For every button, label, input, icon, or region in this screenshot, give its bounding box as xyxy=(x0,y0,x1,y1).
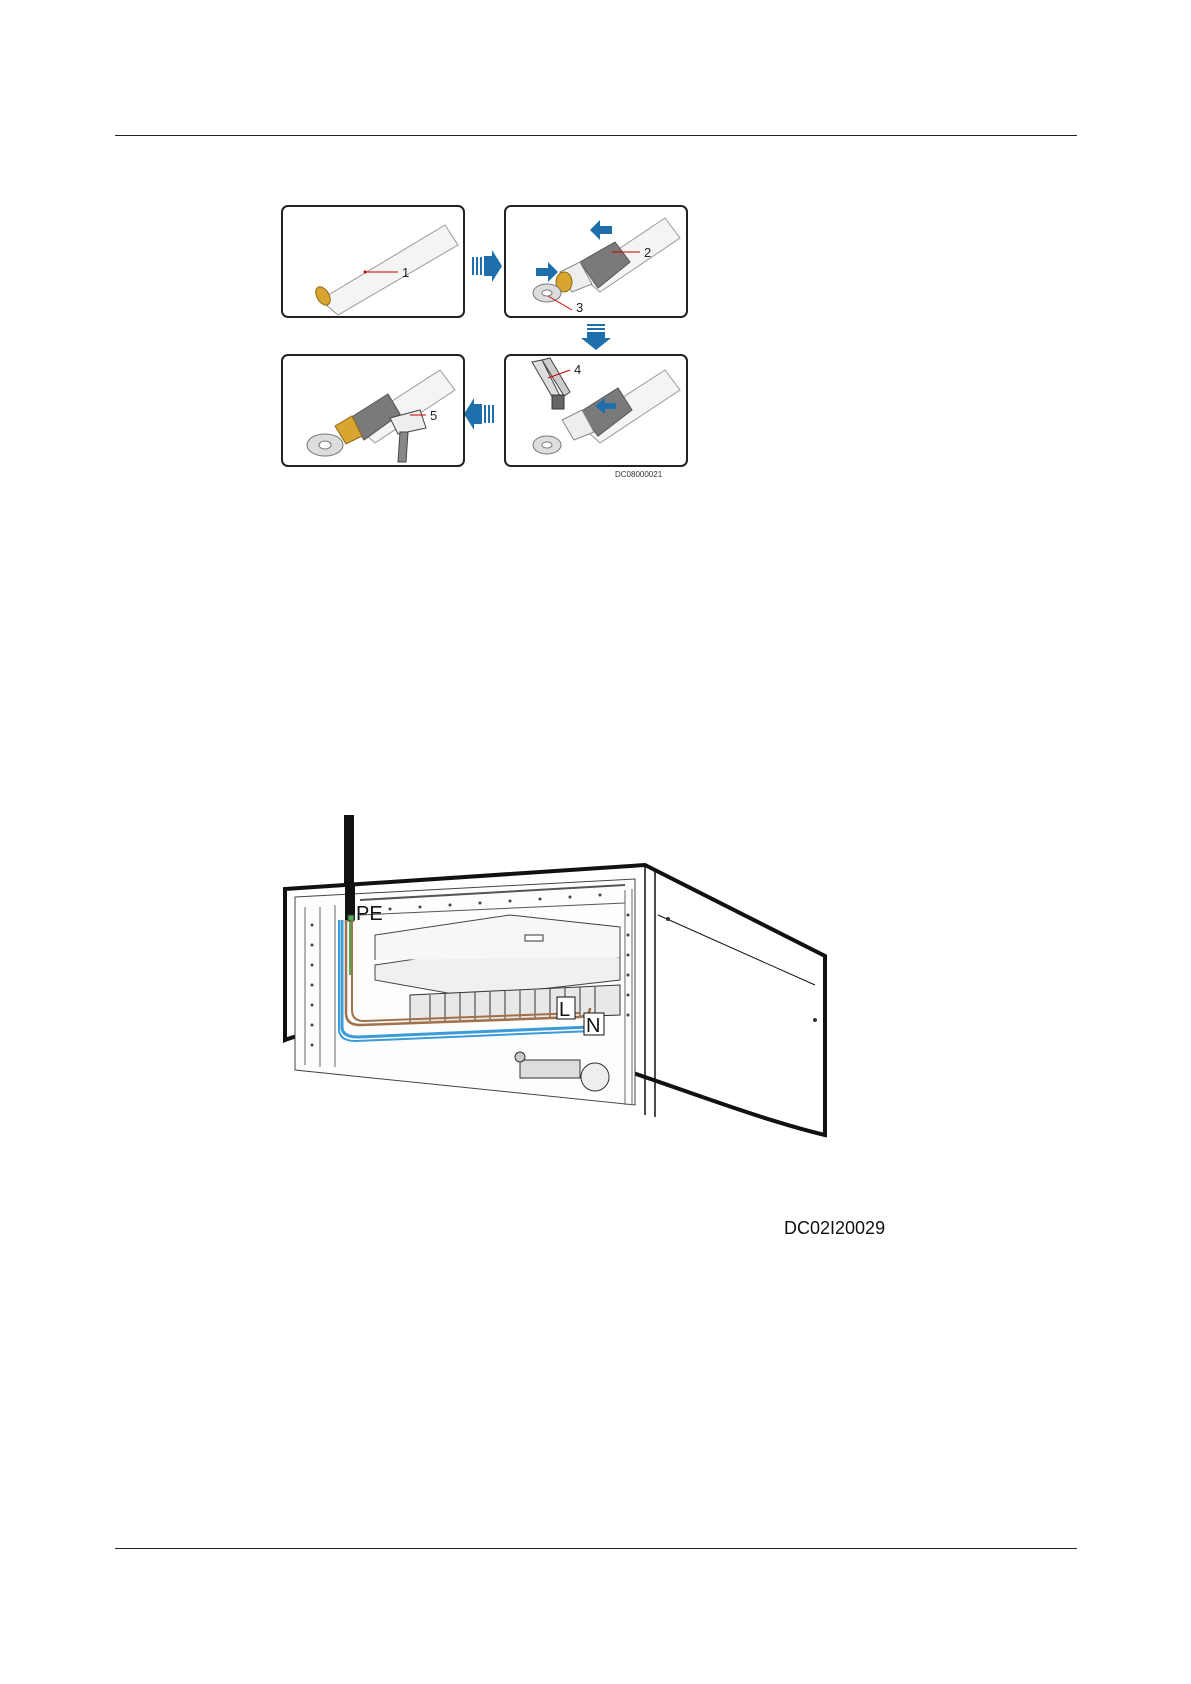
step-panel-sleeve: 2 3 xyxy=(505,206,687,317)
callout-1: 1 xyxy=(402,265,409,280)
callout-3: 3 xyxy=(576,300,583,315)
step-panel-crimp: 4 xyxy=(505,355,687,466)
arrow-down-icon xyxy=(581,324,611,350)
crimping-steps-figure: 1 2 3 xyxy=(280,200,700,485)
arrow-left-icon xyxy=(464,398,494,430)
figure-code: DC08000021 xyxy=(615,470,663,479)
callout-5: 5 xyxy=(430,408,437,423)
step-panel-strip: 1 xyxy=(282,206,464,317)
incoming-cable xyxy=(344,815,354,883)
header-rule xyxy=(115,135,1077,136)
step-panel-heat-shrink: 5 xyxy=(282,355,464,466)
n-label: N xyxy=(586,1015,600,1037)
callout-4: 4 xyxy=(574,362,581,377)
callout-2: 2 xyxy=(644,245,651,260)
figure-code-2: DC02I20029 xyxy=(784,1218,885,1239)
l-label: L xyxy=(559,999,570,1021)
footer-rule xyxy=(115,1548,1077,1549)
cabinet-wiring-figure: PE L N xyxy=(280,815,920,1225)
arrow-right-icon xyxy=(472,250,502,282)
pe-label: PE xyxy=(356,903,383,925)
